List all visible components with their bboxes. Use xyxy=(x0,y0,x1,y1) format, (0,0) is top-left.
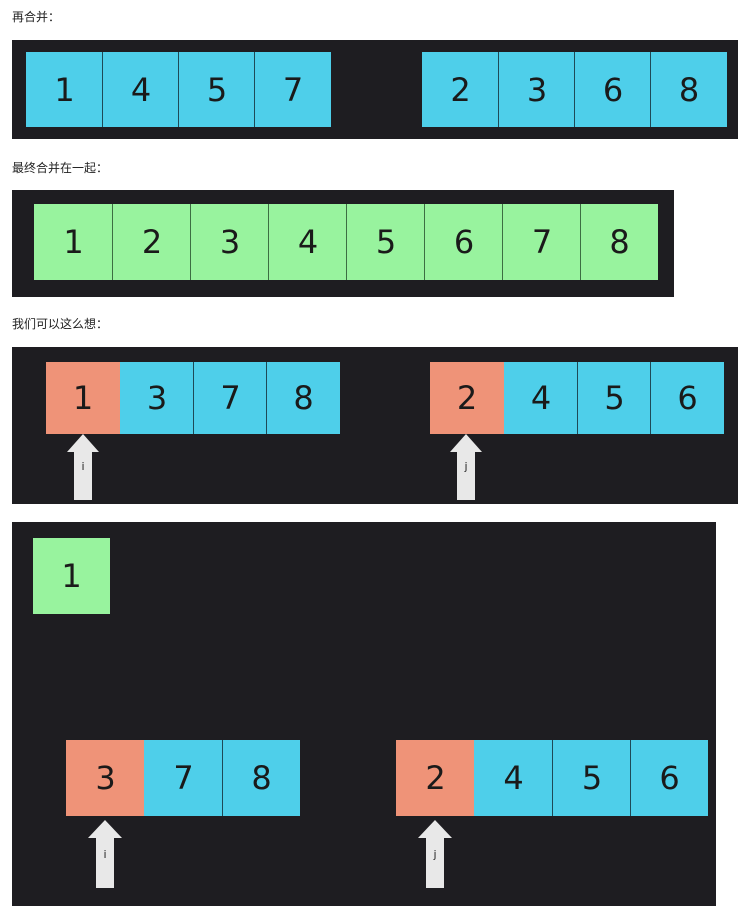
pointer-i-arrow-icon: i xyxy=(67,434,99,500)
pointer-j-label: j xyxy=(464,460,468,473)
array-cell-current-i: 3 xyxy=(66,740,145,816)
caption-think-like: 我们可以这么想： xyxy=(12,317,109,331)
array-cell-current-j: 2 xyxy=(430,362,504,434)
array-cell: 5 xyxy=(577,362,651,434)
array-cell: 2 xyxy=(422,52,499,127)
array-cell: 4 xyxy=(102,52,179,127)
array-cell: 6 xyxy=(650,362,724,434)
panel-merged-result: 1 2 3 4 5 6 7 8 xyxy=(12,190,674,297)
pointer-i-arrow-icon: i xyxy=(88,820,122,888)
panel-after-first-pick: 1 3 7 8 2 4 5 6 i j xyxy=(12,522,716,906)
array-cell: 5 xyxy=(552,740,631,816)
array-cell: 6 xyxy=(574,52,651,127)
pointer-j-arrow-icon: j xyxy=(450,434,482,500)
array-cell: 8 xyxy=(222,740,300,816)
merged-cell: 4 xyxy=(268,204,347,280)
array-cell: 7 xyxy=(193,362,267,434)
merged-cell: 2 xyxy=(112,204,191,280)
array-cell: 3 xyxy=(120,362,194,434)
merged-cell: 7 xyxy=(502,204,581,280)
merged-cell: 1 xyxy=(34,204,113,280)
array-cell: 4 xyxy=(474,740,553,816)
merged-cell: 6 xyxy=(424,204,503,280)
array-cell: 7 xyxy=(144,740,223,816)
merged-cell: 8 xyxy=(580,204,658,280)
pointer-i-label: i xyxy=(103,848,107,861)
array-cell: 5 xyxy=(178,52,255,127)
pointer-j-arrow-icon: j xyxy=(418,820,452,888)
array-cell: 3 xyxy=(498,52,575,127)
array-cell: 7 xyxy=(254,52,331,127)
merged-cell: 5 xyxy=(346,204,425,280)
pointer-j-label: j xyxy=(433,848,437,861)
caption-final-merge: 最终合并在一起： xyxy=(12,161,109,175)
caption-merge-again: 再合并： xyxy=(12,10,61,24)
pointer-i-label: i xyxy=(81,460,85,473)
array-cell: 4 xyxy=(504,362,578,434)
panel-two-pointers: 1 3 7 8 2 4 5 6 i j xyxy=(12,347,738,504)
array-cell-current-i: 1 xyxy=(46,362,120,434)
array-cell: 8 xyxy=(650,52,727,127)
array-cell: 8 xyxy=(266,362,340,434)
panel-merge-step: 1 4 5 7 2 3 6 8 xyxy=(12,40,738,139)
array-cell: 6 xyxy=(630,740,708,816)
array-cell-current-j: 2 xyxy=(396,740,475,816)
merged-cell: 3 xyxy=(190,204,269,280)
output-cell: 1 xyxy=(33,538,110,614)
array-cell: 1 xyxy=(26,52,103,127)
